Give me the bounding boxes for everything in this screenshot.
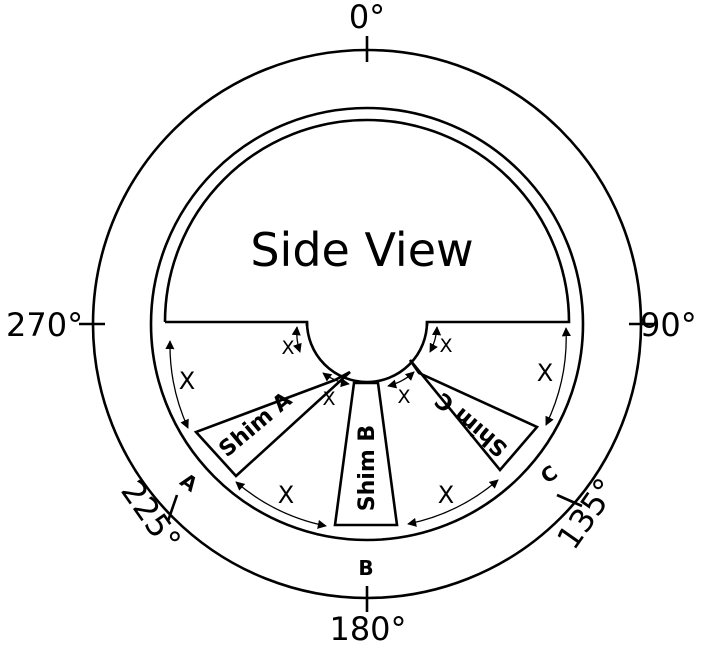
shim-a-label: Shim A bbox=[215, 388, 297, 463]
spacing-label-bottom-right: X bbox=[438, 481, 454, 509]
spacing-label-bottom-left: X bbox=[278, 481, 294, 509]
position-label-b: B bbox=[358, 556, 373, 580]
position-label-a: A bbox=[176, 468, 203, 497]
degree-ticks bbox=[79, 36, 655, 612]
spacing-arrow-hub-right-top bbox=[429, 326, 442, 353]
shim-b-label: Shim B bbox=[355, 425, 380, 511]
housing-ring bbox=[149, 106, 585, 542]
degree-label-180: 180° bbox=[329, 610, 406, 646]
degree-label-135: 135° bbox=[549, 471, 624, 556]
position-label-c: C bbox=[536, 460, 562, 488]
spacing-label-left: X bbox=[179, 367, 195, 395]
shim-b bbox=[333, 381, 399, 527]
spacing-arrow-left bbox=[165, 340, 189, 429]
side-view-title: Side View bbox=[250, 223, 473, 277]
shim-c bbox=[408, 359, 540, 473]
hub bbox=[305, 321, 429, 384]
degree-label-90: 90° bbox=[640, 306, 697, 344]
spacing-label-hub-right-low: X bbox=[397, 386, 410, 408]
spacing-label-hub-right-top: X bbox=[439, 335, 452, 357]
degree-label-270: 270° bbox=[6, 306, 83, 344]
tick-135 bbox=[556, 493, 583, 508]
spacing-arrow-bottom-left bbox=[235, 481, 327, 529]
spacing-label-right: X bbox=[537, 359, 553, 387]
spacing-label-hub-left-low: X bbox=[322, 388, 335, 410]
spacing-arrow-hub-left-low bbox=[322, 372, 350, 388]
spacing-arrow-right bbox=[545, 327, 571, 426]
spacing-arrow-hub-left-top bbox=[291, 326, 302, 353]
degree-label-0: 0° bbox=[349, 0, 385, 36]
spacing-arrow-bottom-right bbox=[407, 479, 499, 527]
tick-225 bbox=[166, 494, 179, 522]
spacing-arrows bbox=[165, 326, 571, 529]
spacing-label-hub-left-top: X bbox=[281, 337, 294, 359]
spacing-arrow-hub-right-low bbox=[387, 371, 415, 389]
